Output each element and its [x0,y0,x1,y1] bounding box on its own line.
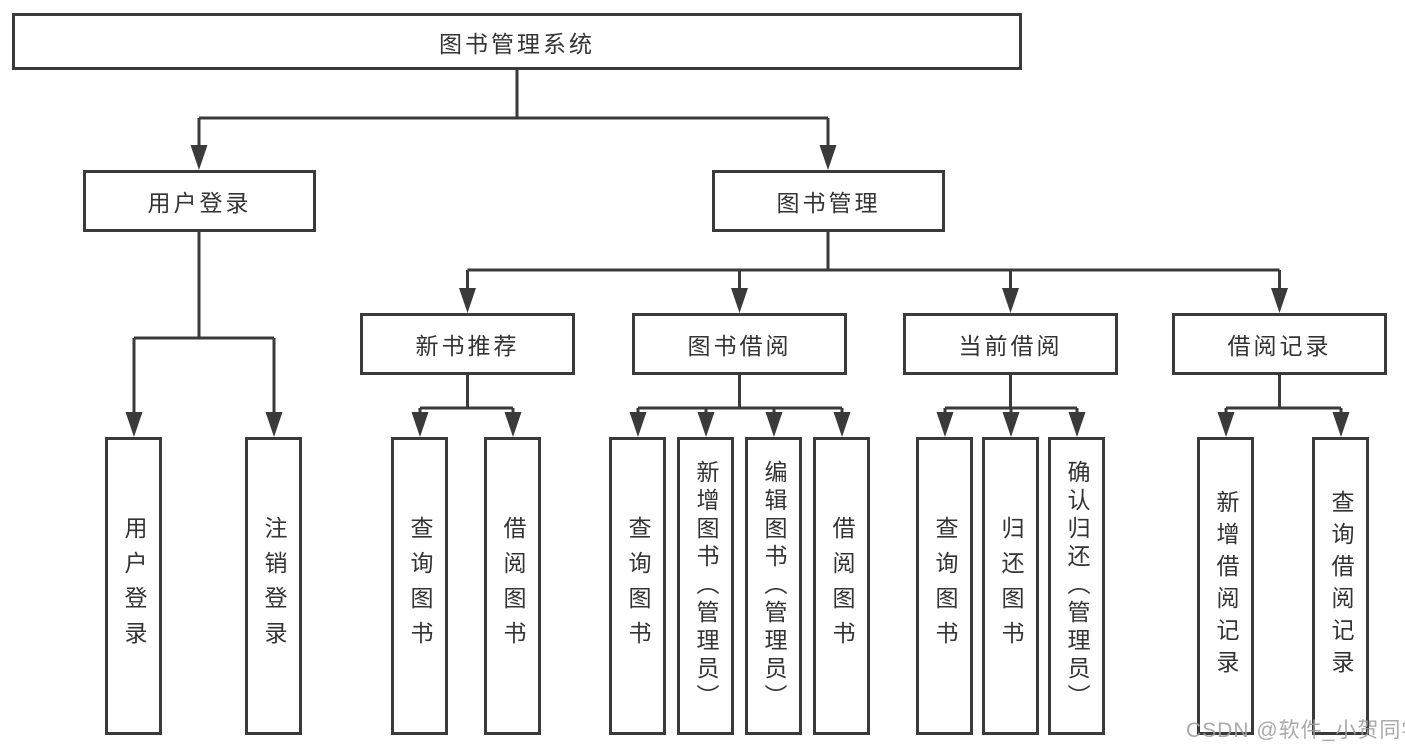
node-module-current-borrowing: 当前借阅 [903,313,1118,375]
leaf-records-add-record: 新增借阅记录 [1197,437,1254,735]
leaf-borrowing-query-books-label: 查询图书 [625,516,651,656]
node-branch-user-login: 用户登录 [83,170,316,232]
arrowhead [1332,412,1350,437]
arrowhead [833,412,851,437]
leaf-current-return-books: 归还图书 [982,437,1039,735]
leaf-records-query-record-label: 查询借阅记录 [1328,490,1354,682]
leaf-recommend-borrow-books-label: 借阅图书 [500,516,526,656]
arrowhead [819,145,837,170]
leaf-user-login: 用户登录 [105,437,162,735]
arrowhead [504,412,522,437]
connector-current-borrowing [943,375,1079,414]
leaf-recommend-query-books-label: 查询图书 [407,516,433,656]
arrowhead [765,412,783,437]
connector-borrowing-records [1224,375,1343,414]
arrowhead [936,412,954,437]
arrowhead [697,412,715,437]
arrowhead [190,145,208,170]
leaf-borrowing-edit-books: 编辑图书（管理员） [745,437,802,735]
connector-new-book-recommendation [418,375,515,414]
node-root-label: 图书管理系统 [439,30,595,57]
arrowhead [1068,412,1086,437]
leaf-current-confirm-return-label: 确认归还（管理员） [1064,460,1090,712]
node-branch-book-management-label: 图书管理 [776,190,881,216]
node-root-system: 图书管理系统 [12,13,1022,70]
leaf-recommend-borrow-books: 借阅图书 [484,437,541,735]
leaf-user-login-label: 用户登录 [121,516,147,656]
arrowhead [265,412,283,437]
node-branch-user-login-label: 用户登录 [147,190,252,216]
node-module-book-borrowing-label: 图书借阅 [687,333,792,359]
leaf-borrowing-add-books: 新增图书（管理员） [677,437,734,735]
leaf-current-query-books-label: 查询图书 [932,516,958,656]
arrowhead [459,288,476,313]
node-module-borrowing-records-label: 借阅记录 [1227,333,1332,359]
node-module-new-book-recommendation: 新书推荐 [360,313,575,375]
node-module-current-borrowing-label: 当前借阅 [958,333,1063,359]
arrowhead [1002,412,1020,437]
arrowhead [629,412,647,437]
connector-root [197,70,830,147]
leaf-borrowing-borrow-books-label: 借阅图书 [829,516,855,656]
leaf-current-return-books-label: 归还图书 [998,516,1024,656]
arrowhead [1217,412,1235,437]
node-branch-book-management: 图书管理 [712,170,945,232]
leaf-logout: 注销登录 [245,437,302,735]
leaf-current-confirm-return: 确认归还（管理员） [1048,437,1105,735]
leaf-recommend-query-books: 查询图书 [391,437,448,735]
leaf-borrowing-query-books: 查询图书 [609,437,666,735]
leaf-records-add-record-label: 新增借阅记录 [1213,490,1239,682]
node-module-book-borrowing: 图书借阅 [632,313,847,375]
leaf-logout-label: 注销登录 [261,516,287,656]
csdn-watermark: CSDN @软件_小贺同学 [1186,719,1405,742]
leaf-records-query-record: 查询借阅记录 [1312,437,1369,735]
node-module-new-book-recommendation-label: 新书推荐 [415,333,520,359]
arrowhead [731,288,748,313]
leaf-borrowing-add-books-label: 新增图书（管理员） [693,460,719,712]
leaf-borrowing-edit-books-label: 编辑图书（管理员） [761,460,787,712]
node-module-borrowing-records: 借阅记录 [1172,313,1387,375]
arrowhead [125,412,143,437]
connector-book-borrowing [636,375,844,414]
connector-book-management [466,232,1281,290]
arrowhead [411,412,429,437]
connector-user-login [132,232,276,414]
arrowhead [1271,288,1288,313]
leaf-current-query-books: 查询图书 [916,437,973,735]
arrowhead [1002,288,1019,313]
leaf-borrowing-borrow-books: 借阅图书 [813,437,870,735]
